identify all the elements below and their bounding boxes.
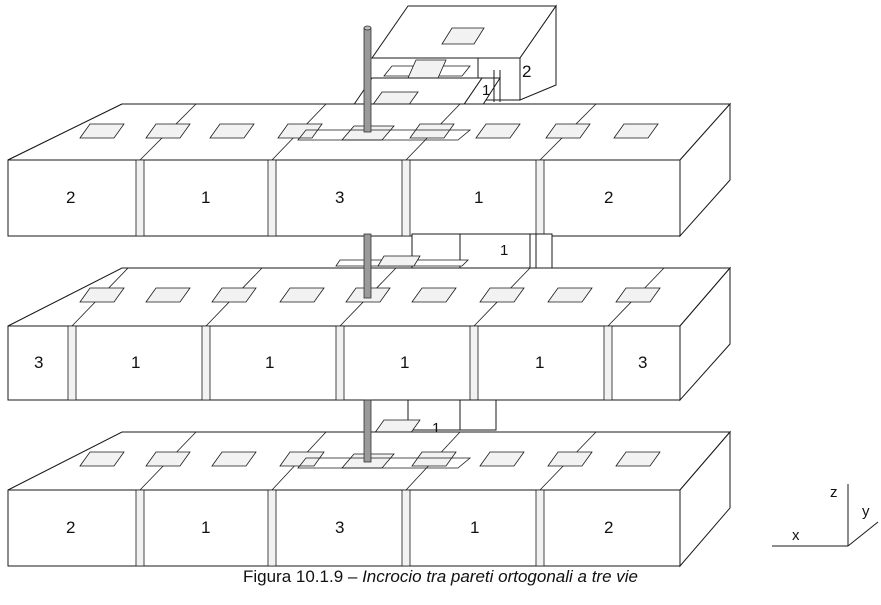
axis-label-x: x [792, 527, 800, 544]
joint [469, 325, 479, 401]
cell-hole [441, 27, 485, 45]
block-label: 2 [604, 518, 613, 537]
joint [535, 159, 545, 237]
cell-hole [547, 287, 593, 303]
back-block-label: 2 [522, 62, 531, 81]
ortho-block-label-bottom: 1 [432, 420, 440, 437]
axis-label-y: y [862, 503, 870, 520]
cell-hole [615, 287, 661, 303]
joint [267, 159, 277, 237]
cell-hole [79, 287, 125, 303]
axis-label-z: z [830, 484, 838, 501]
block-label: 2 [604, 188, 613, 207]
caption-separator: – [343, 567, 363, 586]
cell-hole [545, 123, 591, 139]
cell-hole [479, 451, 525, 467]
ortho-block-label-middle: 1 [500, 242, 508, 259]
cell-hole [479, 287, 525, 303]
joint [135, 159, 145, 237]
orthogonal-wall-bottom: 1 [373, 399, 497, 437]
cell-hole [409, 123, 455, 139]
axes-triad: z y x [772, 484, 879, 547]
block-label: 1 [474, 188, 483, 207]
ortho-block-label-top: 1 [482, 82, 490, 99]
caption-title: Incrocio tra pareti ortogonali a tre vie [362, 567, 638, 586]
cell-hole [211, 287, 257, 303]
cell-hole [411, 287, 457, 303]
caption-number: Figura 10.1.9 [242, 567, 344, 586]
block-label: 3 [335, 518, 344, 537]
block-label: 1 [201, 518, 210, 537]
cell-hole [209, 123, 255, 139]
cell-hole [613, 123, 659, 139]
block-label: 3 [638, 353, 647, 372]
block-label: 3 [335, 188, 344, 207]
course-middle: 3 1 1 1 1 3 [7, 266, 732, 402]
block-label: 2 [66, 518, 75, 537]
cell-hole [145, 123, 191, 139]
joint [535, 489, 545, 567]
joint [401, 159, 411, 237]
block-label: 1 [131, 353, 140, 372]
cell-hole [277, 123, 323, 139]
cell-hole [145, 287, 191, 303]
joint [201, 325, 211, 401]
block-label: 3 [34, 353, 43, 372]
cell-hole [79, 123, 125, 139]
cell-hole [411, 451, 457, 467]
cell-hole [547, 451, 593, 467]
block-label: 1 [470, 518, 479, 537]
cell-hole [475, 123, 521, 139]
orthogonal-wall-top: 2 1 [337, 4, 557, 129]
cell-hole [279, 287, 325, 303]
joint [401, 489, 411, 567]
cell-hole [145, 451, 191, 467]
joint [603, 325, 613, 401]
vertical-rebar [363, 25, 372, 463]
block-label: 1 [535, 353, 544, 372]
cell-hole [279, 451, 325, 467]
block-label: 1 [201, 188, 210, 207]
joint [335, 325, 345, 401]
joint [267, 489, 277, 567]
block-label: 1 [400, 353, 409, 372]
joint [135, 489, 145, 567]
cell-hole [79, 451, 125, 467]
cell-hole [615, 451, 661, 467]
figure-caption: Figura 10.1.9 – Incrocio tra pareti orto… [0, 567, 881, 587]
cell-hole [211, 451, 257, 467]
joint [67, 325, 77, 401]
block-label: 2 [66, 188, 75, 207]
block-label: 1 [265, 353, 274, 372]
